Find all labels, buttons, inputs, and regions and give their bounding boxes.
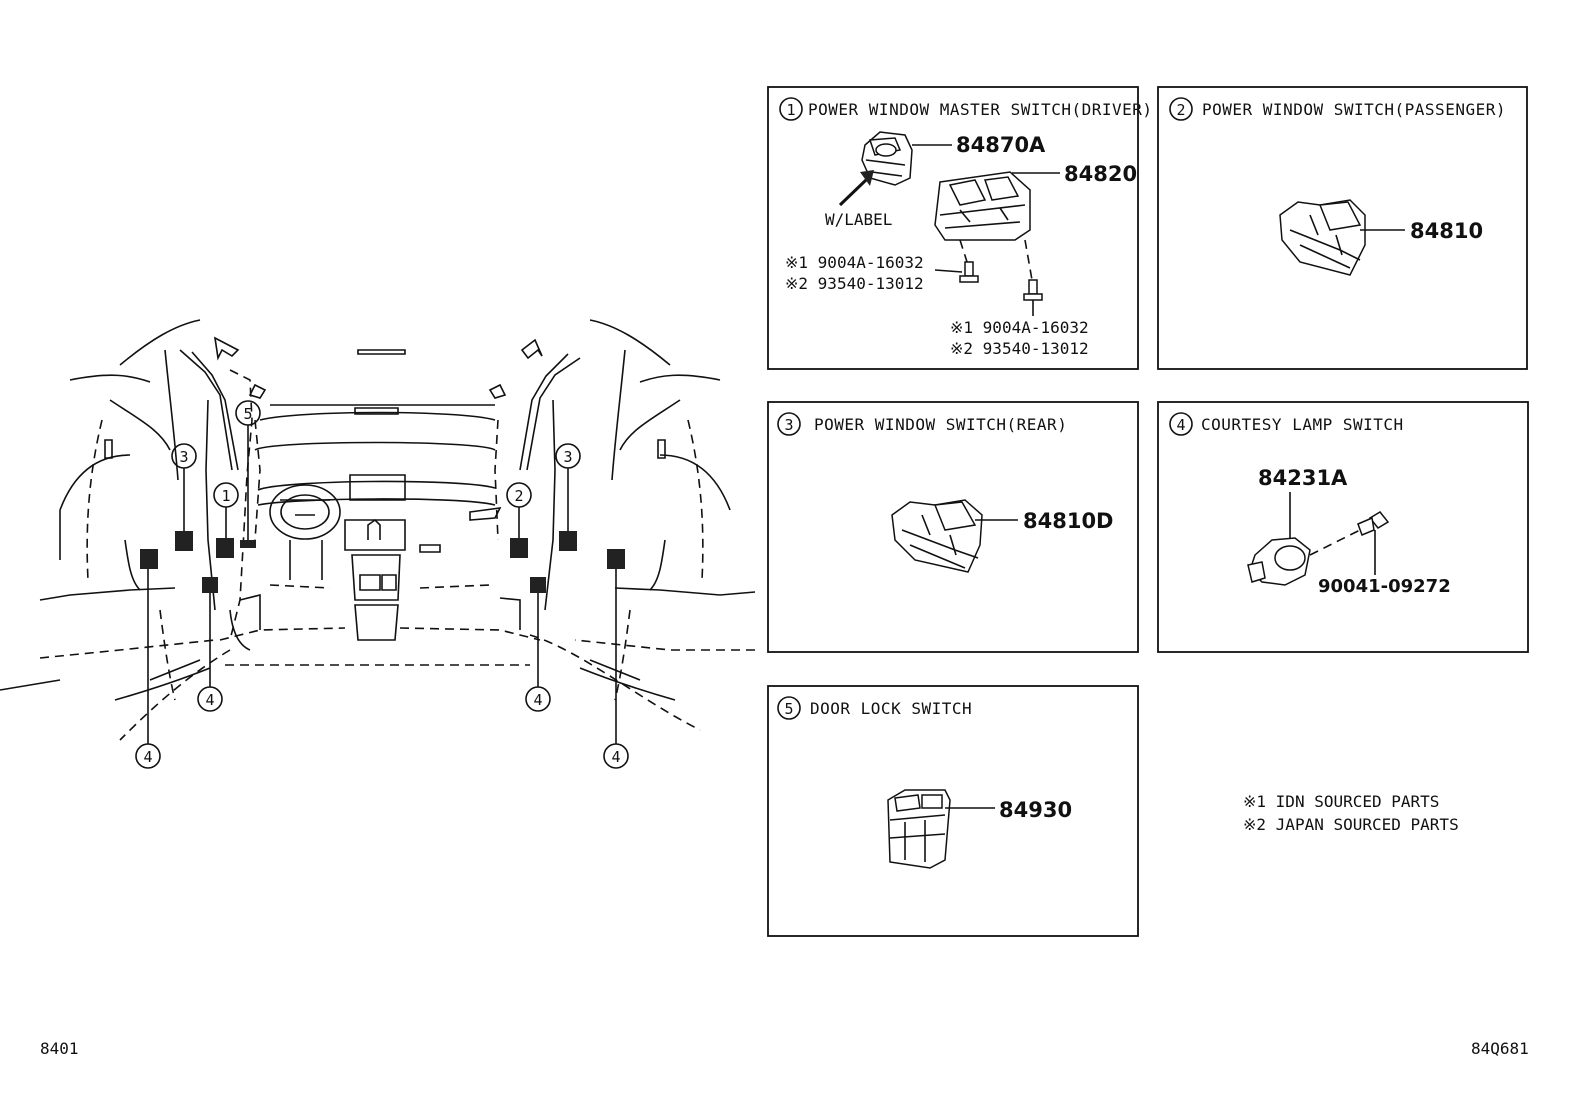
screw-left-idn: ※1 9004A-16032 [785,253,924,272]
panel-3-title: POWER WINDOW SWITCH(REAR) [814,415,1067,434]
note-idn-sourced: ※1 IDN SOURCED PARTS [1243,792,1439,811]
switch-84870a-drawing [861,131,913,186]
callout-3-left: 3 [171,443,197,469]
screw-right-idn: ※1 9004A-16032 [950,318,1089,337]
screw-90041-drawing [1357,511,1390,536]
part-84231a: 84231A [1258,466,1348,490]
switch-84820-drawing [934,171,1031,241]
courtesy-switch-drawing [1247,537,1311,586]
callout-4-left: 4 [197,686,223,712]
svg-text:1: 1 [221,487,230,505]
panel-5-title: DOOR LOCK SWITCH [810,699,972,718]
svg-text:2: 2 [514,487,523,505]
svg-text:3: 3 [179,448,188,466]
svg-text:4: 4 [611,748,620,766]
w-label-note: W/LABEL [825,210,892,229]
panel-4-title: COURTESY LAMP SWITCH [1201,415,1404,434]
part-84810: 84810 [1410,219,1483,243]
screw-right-japan: ※2 93540-13012 [950,339,1089,358]
screw-left-drawing [959,261,979,283]
svg-text:4: 4 [205,691,214,709]
panel-switch-passenger: 2 POWER WINDOW SWITCH(PASSENGER) 84810 [1157,86,1528,370]
screw-right-drawing [1023,279,1043,301]
svg-text:4: 4 [1176,416,1185,434]
svg-text:5: 5 [243,405,252,423]
panel-1-title: POWER WINDOW MASTER SWITCH(DRIVER) [808,100,1153,119]
part-90041-09272: 90041-09272 [1318,576,1451,597]
callout-1: 1 [213,482,239,508]
svg-text:5: 5 [784,700,793,718]
callout-4-right: 4 [525,686,551,712]
switch-84810d-drawing [891,499,983,573]
svg-text:2: 2 [1176,101,1185,119]
svg-text:1: 1 [786,101,795,119]
footer-right-code: 84Q681 [1471,1039,1529,1058]
callout-3-right: 3 [555,443,581,469]
callout-4-far-right: 4 [603,743,629,769]
part-84870a: 84870A [956,133,1046,157]
panel-door-lock-switch: 5 DOOR LOCK SWITCH 84930 [767,685,1139,937]
footer-left-code: 8401 [40,1039,79,1058]
note-japan-sourced: ※2 JAPAN SOURCED PARTS [1243,815,1459,834]
switch-84810-drawing [1279,199,1366,276]
svg-text:3: 3 [563,448,572,466]
svg-text:3: 3 [784,416,793,434]
part-84810d: 84810D [1023,509,1114,533]
switch-84930-drawing [887,789,951,869]
svg-text:4: 4 [143,748,152,766]
screw-left-japan: ※2 93540-13012 [785,274,924,293]
panel-switch-rear: 3 POWER WINDOW SWITCH(REAR) 84810D [767,401,1139,653]
part-84820: 84820 [1064,162,1137,186]
callout-4-far-left: 4 [135,743,161,769]
callout-5: 5 [235,400,261,426]
part-84930: 84930 [999,798,1072,822]
panel-2-title: POWER WINDOW SWITCH(PASSENGER) [1202,100,1506,119]
callout-2: 2 [506,482,532,508]
vehicle-interior-drawing [0,319,756,744]
panel-courtesy-lamp-switch: 4 COURTESY LAMP SWITCH 84231A 90041-0927… [1157,401,1529,653]
svg-text:4: 4 [533,691,542,709]
panel-master-switch-driver: 1 POWER WINDOW MASTER SWITCH(DRIVER) 848… [767,86,1153,370]
